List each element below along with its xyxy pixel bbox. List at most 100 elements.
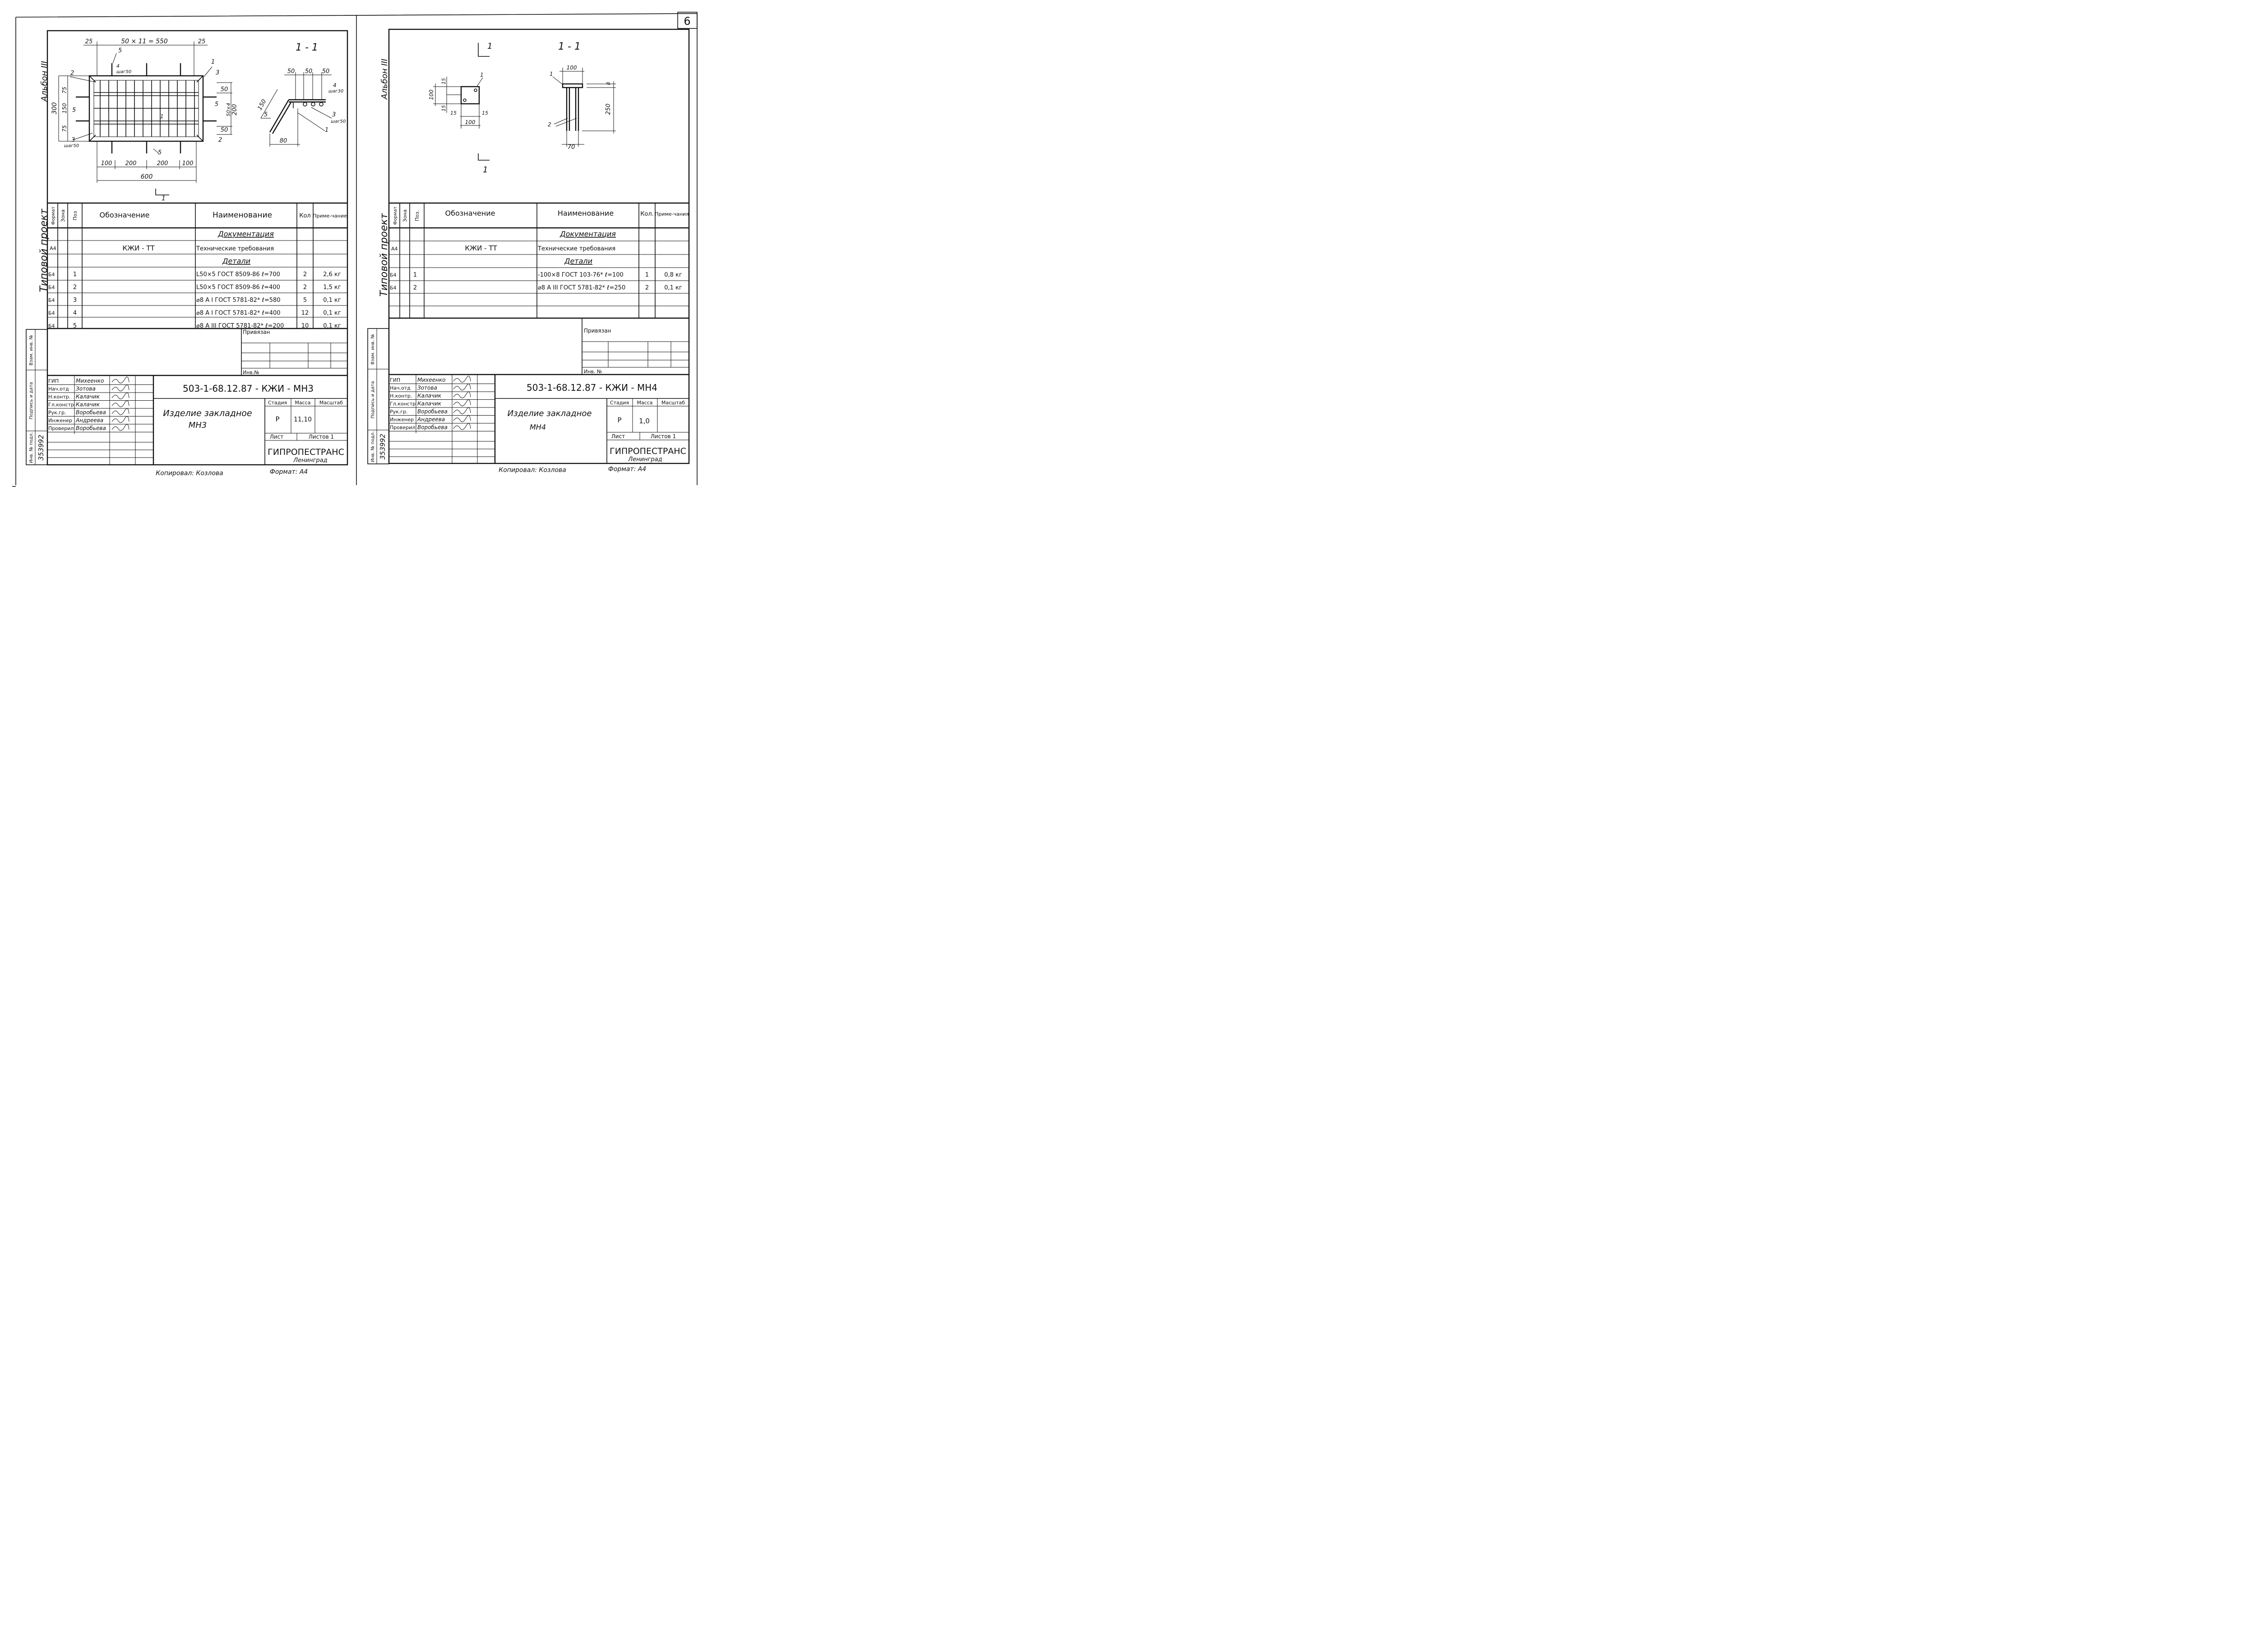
mn4-cut-top: 1	[487, 42, 492, 51]
mn3-side-2: Подпись и дата	[29, 382, 34, 420]
mn4-inv-number: 353992	[379, 434, 387, 459]
stamp-role: Нач.отд	[390, 385, 411, 391]
left-album-label: Альбон III	[40, 61, 49, 102]
mn4-title-block: Привязан Инв. № 503-1-68.12.87 - КЖИ - М…	[367, 318, 689, 464]
mn3-section-title: 1 - 1	[296, 42, 318, 53]
mn3-row-qty: 12	[301, 310, 309, 317]
stamp-role: Гл.констр	[48, 402, 74, 408]
mn3-doc-designation: КЖИ - ТТ	[122, 244, 155, 252]
stamp-role: Н.контр.	[390, 393, 412, 399]
mn3-dim-50x4: 50×4	[226, 103, 231, 116]
stamp-person-name: Калачик	[76, 402, 100, 408]
mn3-sec-pos-3: 3	[332, 111, 336, 118]
mn4-row-note: 0,1 кг	[664, 285, 682, 292]
mn4-hdr-name: Наименование	[558, 209, 614, 217]
mn3-dim-50-top: 50	[221, 86, 228, 93]
mn4-title-1: Изделие закладное	[508, 409, 592, 418]
mn3-hdr-designation: Обозначение	[99, 211, 149, 219]
mn4-side-3: Инв. № подл.	[370, 431, 375, 463]
mn3-row-name: ⌀8 А I ГОСТ 5781-82* ℓ=580	[196, 297, 281, 304]
mn4-sec-pos-2: 2	[548, 121, 551, 128]
mn3-title-1: Изделие закладное	[163, 408, 252, 418]
mn3-doc-name: Технические требования	[196, 245, 274, 252]
stamp-role: Инженер	[48, 418, 72, 424]
stamp-person-name: Воробьева	[417, 424, 448, 430]
right-project-label: Типовой проект	[379, 213, 390, 296]
mn4-bound-label: Привязан	[584, 328, 611, 334]
stamp-role: ГИП	[48, 378, 59, 384]
mn3-title-block: Привязан Инв.№ 503-1-68.12.87 - КЖИ - МН…	[26, 329, 347, 465]
mn3-doc-format: А4	[50, 245, 56, 251]
mn4-hdr-qty: Кол.	[640, 211, 654, 217]
mn3-sec-dim-80: 80	[280, 138, 287, 144]
mn4-stage-label: Стадия	[610, 400, 629, 406]
mn4-sec-dim-100: 100	[567, 65, 577, 71]
mn3-dim-200-a: 200	[125, 160, 137, 167]
mn3-row-name: L50×5 ГОСТ 8509-86 ℓ=700	[196, 271, 280, 278]
mn3-stage-label: Стадия	[268, 400, 287, 406]
mn4-row-name: -100×8 ГОСТ 103-76* ℓ=100	[538, 272, 624, 278]
mn4-footer-format: Формат: А4	[608, 466, 646, 473]
mn3-sec-dim-50-a: 50	[287, 68, 295, 75]
mn3-city: Ленинград	[293, 457, 327, 464]
signature-mark	[453, 384, 471, 391]
mn4-org: ГИПРОПЕСТРАНС	[610, 446, 686, 456]
mn3-row-pos: 2	[73, 284, 77, 291]
mn4-hdr-designation: Обозначение	[445, 209, 495, 217]
mn3-hdr-note: Приме-чание	[313, 213, 347, 219]
mn3-dim-25-left: 25	[85, 38, 93, 45]
mn4-cut-bottom: 1	[483, 165, 488, 175]
mn4-row-format: Б4	[390, 285, 397, 291]
mn3-row-format: Б4	[48, 323, 55, 329]
signature-mark	[453, 407, 471, 414]
left-sheet: Альбон III Типовой проект	[26, 30, 348, 477]
mn3-section-view: 1 - 1 50 50 50 4 шаг30 1	[256, 42, 346, 147]
mn3-pos-5-right: 5	[215, 101, 218, 108]
mn3-code: 503-1-68.12.87 - КЖИ - МН3	[183, 383, 314, 394]
mn4-mass: 1,0	[639, 417, 650, 425]
signature-mark	[453, 415, 471, 422]
mn3-row-pos: 4	[73, 310, 77, 317]
mn4-section-details: Детали	[564, 257, 592, 265]
mn4-stage: Р	[617, 416, 621, 424]
mn3-step-3: шаг50	[64, 143, 79, 148]
mn3-row-name: ⌀8 А III ГОСТ 5781-82* ℓ=200	[196, 323, 284, 329]
stamp-role: Гл.констр	[390, 401, 416, 407]
mn3-pos-5-bottom: 5	[158, 149, 162, 156]
mn3-pos-2-right: 2	[218, 137, 222, 143]
mn3-footer-copy: Копировал: Козлова	[156, 470, 223, 477]
mn3-scale-label: Масштаб	[319, 400, 343, 406]
mn4-sec-dim-70: 70	[568, 144, 575, 151]
stamp-person-name: Калачик	[76, 393, 100, 400]
mn3-side-3: Инв. № подл.	[29, 432, 34, 463]
stamp-person-name: Воробьева	[76, 425, 106, 431]
mn3-row-qty: 2	[303, 271, 307, 278]
mn4-row-pos: 2	[413, 285, 417, 292]
mn4-plan-dim-15-b: 15	[441, 105, 447, 111]
mn4-plan-dim-15-a: 15	[441, 78, 447, 84]
stamp-role: Проверил	[390, 425, 415, 430]
signature-mark	[111, 400, 129, 407]
signature-mark	[453, 391, 471, 398]
mn3-sec-step-30: шаг30	[328, 89, 343, 94]
signature-mark	[111, 424, 129, 431]
mn3-row-note: 0,1 кг	[323, 323, 341, 329]
mn4-row-name: ⌀8 А III ГОСТ 5781-82* ℓ=250	[538, 285, 625, 292]
mn4-hdr-pos: Поз.	[414, 210, 420, 221]
mn4-doc-designation: КЖИ - ТТ	[465, 244, 497, 252]
signature-mark	[453, 423, 471, 430]
stamp-role: Инженер	[390, 417, 414, 423]
mn4-inv-label: Инв. №	[584, 369, 602, 375]
mn4-footer-copy: Копировал: Козлова	[499, 467, 566, 474]
mn3-hdr-format: Формат	[51, 207, 56, 225]
page-number: 6	[684, 15, 690, 28]
mn3-row-pos: 1	[73, 271, 77, 278]
mn4-scale-label: Масштаб	[661, 400, 685, 406]
mn4-sec-dim-8: 8	[606, 82, 611, 85]
mn3-dim-100-a: 100	[101, 160, 112, 167]
mn4-spec-table: Формат Зона Поз. Обозначение Наименовани…	[389, 202, 689, 319]
mn3-pos-2-top: 2	[70, 70, 74, 77]
stamp-role: Н.контр.	[48, 394, 70, 400]
mn3-inv-label: Инв.№	[243, 370, 259, 375]
mn4-plan-pos-1: 1	[480, 72, 484, 78]
